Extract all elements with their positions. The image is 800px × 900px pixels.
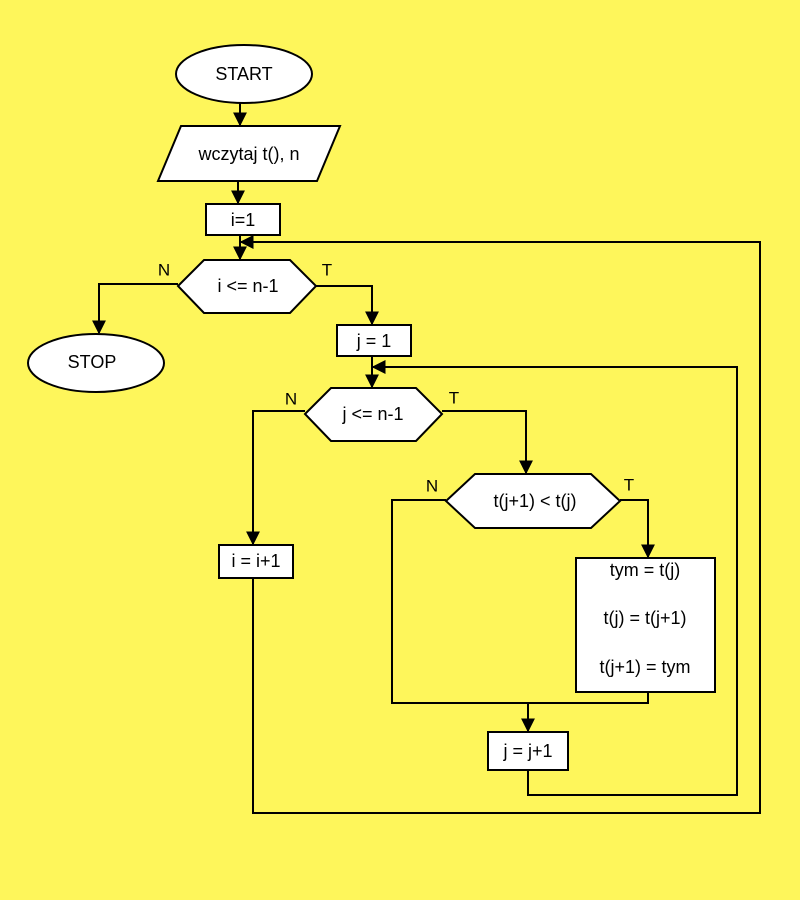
node-cond-swap: t(j+1) < t(j) bbox=[444, 473, 622, 529]
node-start: START bbox=[175, 44, 313, 104]
label-yes-cond-swap: T bbox=[624, 476, 634, 495]
node-inc-i: i = i+1 bbox=[218, 544, 294, 579]
node-cond-j: j <= n-1 bbox=[303, 387, 444, 442]
branch-labels: N T N T N T bbox=[158, 261, 634, 496]
node-stop-label: STOP bbox=[68, 352, 117, 372]
node-cond-i-label: i <= n-1 bbox=[217, 276, 278, 296]
edge-inc-i-loop-back bbox=[239, 235, 761, 814]
edge-cond-swap-no-merge bbox=[391, 499, 528, 704]
node-swap-line-3: t(j+1) = tym bbox=[599, 657, 690, 677]
node-swap-line-2: t(j) = t(j+1) bbox=[603, 608, 686, 628]
node-cond-swap-label: t(j+1) < t(j) bbox=[493, 491, 576, 511]
label-no-cond-swap: N bbox=[426, 477, 438, 496]
label-yes-cond-j: T bbox=[449, 389, 459, 408]
edge-swap-merge bbox=[528, 693, 649, 704]
edge-cond-swap-yes-swap bbox=[620, 499, 655, 559]
node-start-label: START bbox=[215, 64, 272, 84]
edges bbox=[92, 103, 761, 814]
label-no-cond-j: N bbox=[285, 390, 297, 409]
node-swap-line-1: tym = t(j) bbox=[610, 560, 681, 580]
node-swap: tym = t(j) t(j) = t(j+1) t(j+1) = tym bbox=[575, 557, 716, 693]
edge-cond-i-no-stop bbox=[92, 283, 178, 335]
edge-cond-i-yes-init-j bbox=[316, 285, 379, 326]
label-no-cond-i: N bbox=[158, 261, 170, 280]
node-inc-j: j = j+1 bbox=[487, 731, 569, 771]
label-yes-cond-i: T bbox=[322, 261, 332, 280]
node-inc-i-label: i = i+1 bbox=[231, 551, 280, 571]
edge-cond-j-yes-cond-swap bbox=[442, 410, 533, 475]
node-init-i-label: i=1 bbox=[231, 210, 256, 230]
node-stop: STOP bbox=[27, 333, 165, 393]
node-input: wczytaj t(), n bbox=[156, 125, 342, 182]
node-cond-j-label: j <= n-1 bbox=[341, 404, 403, 424]
edge-inc-j-loop-back bbox=[371, 360, 738, 796]
node-init-j-label: j = 1 bbox=[356, 331, 392, 351]
node-inc-j-label: j = j+1 bbox=[502, 741, 552, 761]
edge-cond-j-no-inc-i bbox=[246, 410, 305, 546]
node-init-j: j = 1 bbox=[336, 324, 412, 357]
node-init-i: i=1 bbox=[205, 203, 281, 236]
node-cond-i: i <= n-1 bbox=[176, 259, 318, 314]
node-input-label: wczytaj t(), n bbox=[197, 144, 299, 164]
